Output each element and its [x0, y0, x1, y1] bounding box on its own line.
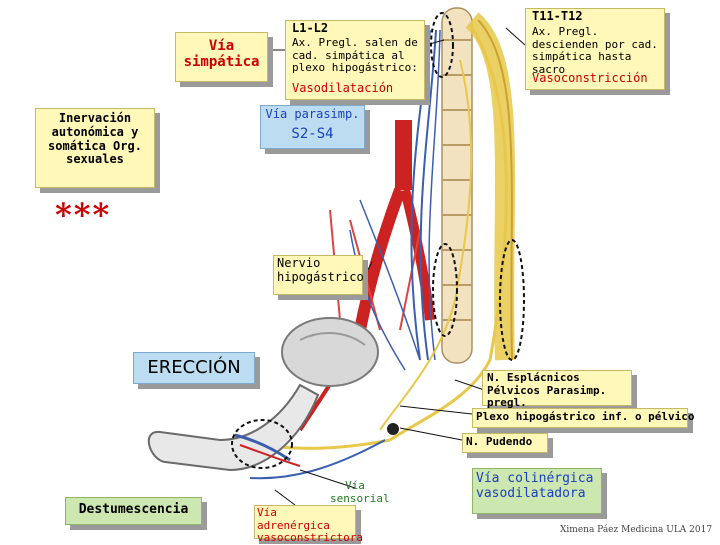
t11-t12-body: Ax. Pregl. descienden por cad. simpática…: [532, 25, 658, 76]
destumescencia-label: Destumescencia: [78, 502, 189, 517]
via-adrenergica-label: Vía adrenérgica vasoconstrictora: [257, 506, 363, 545]
sympathetic-chain: [349, 29, 441, 371]
via-simpatica-label: Vía simpática: [183, 38, 260, 71]
plexo-hipogastrico-box: [472, 408, 688, 428]
via-simpatica-box: [175, 32, 268, 82]
via-parasimp-title: Vía parasimp.: [265, 107, 360, 121]
nervio-hipogastrico-label: Nervio hipogástrico: [277, 256, 364, 284]
ereccion-box: [133, 352, 255, 384]
n-pudendo-box: [462, 433, 548, 453]
aorta: [298, 120, 435, 432]
inervacion-label: Inervación autonómica y somática Org. se…: [48, 111, 142, 167]
inervacion-box: [35, 108, 155, 188]
l1-l2-title: L1-L2: [292, 21, 329, 35]
credit-text: Ximena Páez Medicina ULA 2017: [560, 525, 713, 535]
t11-t12-effect: Vasoconstricción: [532, 71, 648, 85]
l1-l2-box: [285, 20, 425, 100]
destumescencia-box: [65, 497, 202, 525]
ereccion-label: ERECCIÓN: [147, 357, 241, 378]
bladder: [281, 317, 379, 387]
n-pudendo-label: N. Pudendo: [466, 435, 533, 448]
l1-l2-body: Ax. Pregl. salen de cad. simpática al pl…: [292, 36, 418, 75]
plexo-hipogastrico-label: Plexo hipogástrico inf. o pélvico: [476, 410, 695, 423]
via-adrenergica-box: [254, 505, 356, 539]
highlight-circles: [231, 12, 525, 469]
penis: [147, 383, 320, 472]
via-parasimp-level: S2-S4: [291, 126, 334, 142]
plexus-node: [387, 423, 399, 435]
via-sensorial-label: Vía sensorial: [330, 479, 390, 505]
l1-l2-effect: Vasodilatación: [292, 81, 394, 95]
via-colinergica-box: [472, 468, 602, 514]
nervios-esplacnicos-box: [482, 370, 632, 406]
via-parasimp-box: [260, 105, 365, 149]
t11-t12-box: [525, 8, 665, 90]
via-colinergica-label: Vía colinérgica vasodilatadora: [476, 471, 594, 501]
nervio-hipogastrico-box: [273, 255, 363, 295]
t11-t12-title: T11-T12: [532, 9, 583, 23]
nervios-esplacnicos-label: N. Esplácnicos Pélvicos Parasimp. pregl.: [487, 371, 607, 410]
asterisks-mark: ***: [55, 196, 112, 234]
